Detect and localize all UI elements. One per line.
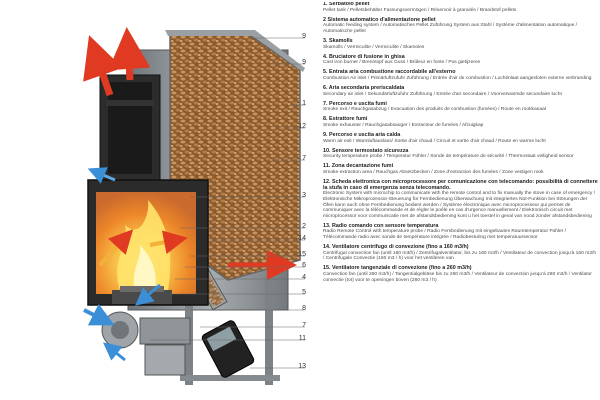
legend-item-description: Security temperature probe / Temperatur …	[323, 154, 574, 160]
legend-item-title: 7. Percorso e uscita fumi	[323, 100, 387, 107]
remote-control	[201, 320, 255, 378]
marker-12: 12	[298, 123, 306, 130]
legend-item-title: 13. Radio comando con sensore temperatur…	[323, 222, 439, 229]
marker-6: 6	[302, 262, 306, 269]
marker-14: 14	[298, 235, 306, 242]
legend-item-title: 8. Estrattore fumi	[323, 116, 368, 123]
legend-item-title: 12. Scheda elettronica con microprocesso…	[323, 179, 598, 191]
marker-13: 13	[298, 363, 306, 370]
legend-item-title: 14. Ventilatore centrifugo di convezione…	[323, 244, 469, 251]
marker-9: 9	[302, 59, 306, 66]
legend-item-description: Smoke extraction area / Rauchgas Absetzb…	[323, 170, 544, 176]
legend-item-description: Radio Remote Control with temperature pr…	[323, 229, 567, 240]
legend-item-description: Combustion Air inlet / Primärluftzufuhr …	[323, 75, 592, 81]
legend-item-description: Cast iron burner / Brenntopf aus Guss / …	[323, 60, 481, 66]
legend-item: 15. Ventilatore tangenziale di convezion…	[323, 266, 598, 283]
legend-item-description: Smoke exit / Rauchgasabzug / Evacuation …	[323, 107, 546, 113]
burner	[112, 286, 172, 304]
legend-item-title: 3. Skamolls	[323, 37, 353, 44]
marker-4: 4	[302, 274, 306, 281]
legend-item-description: Smoke exhauster / Rauchgasabsauger / Ext…	[323, 123, 484, 128]
marker-7-upper: 7	[302, 155, 306, 162]
legend-item-description: Secondary air inlet / Sekundärluftzufuhr…	[323, 91, 562, 97]
legend-item: 12. Scheda elettronica con microprocesso…	[323, 179, 598, 219]
legend-item-description: Skamolls / Vermiculite / Vermiculite / S…	[323, 44, 425, 50]
legend-item: 14. Ventilatore centrifugo di convezione…	[323, 244, 598, 262]
legend-item-title: 1. Serbatoio pellet	[323, 2, 370, 7]
fan-assembly	[101, 311, 191, 376]
legend-item-title: 4. Bruciatore di fusione in ghisa	[323, 53, 405, 60]
legend-item-title: 5. Entrata aria combustione raccordabile…	[323, 69, 456, 76]
leader-lines	[150, 37, 305, 369]
marker-8: 8	[302, 305, 306, 312]
legend-item-title: 9. Percorso e uscita aria calda	[323, 132, 401, 139]
legend-item-description: Pellet tank / Pelletsbehälter Fassungsve…	[323, 7, 517, 13]
legend-item-description: Convection fan (until 260 m3/h) / Tangen…	[323, 271, 592, 283]
marker-2: 2	[302, 223, 306, 230]
legend-item: 13. Radio comando con sensore temperatur…	[323, 222, 598, 241]
marker-3: 3	[302, 192, 306, 199]
marker-11: 11	[298, 335, 306, 342]
stove-diagram	[83, 27, 305, 385]
legend-item-description: Electronic System with microchip to comm…	[323, 191, 596, 219]
legend-item-title: 11. Zona decantazione fumi	[323, 163, 394, 170]
cold-air-arrows	[83, 167, 161, 362]
marker-9-top: 9	[302, 33, 306, 40]
legend-item: 5. Entrata aria combustione raccordabile…	[323, 70, 598, 81]
legend-item-title: 6. Aria secondaria preriscaldata	[323, 85, 405, 92]
front-panel	[99, 74, 161, 181]
legend-item-title: 2 Sistema automatico d'alimentazione pel…	[323, 16, 436, 23]
marker-7-lower: 7	[302, 322, 306, 329]
legend-item-description: Automatic feeding system / Automatisches…	[323, 23, 578, 34]
hot-air-arrows	[83, 27, 297, 280]
legend-item-description: Warm air exit / Warmluftauslass/ Sortie …	[323, 138, 546, 144]
marker-1: 1	[302, 100, 306, 107]
legend-item-title: 15. Ventilatore tangenziale di convezion…	[323, 265, 472, 272]
marker-15: 15	[298, 251, 306, 258]
legend-item-title: 10. Sensore termostato sicurezza	[323, 147, 409, 154]
marker-5: 5	[302, 289, 306, 296]
legend-item: 2 Sistema automatico d'alimentazione pel…	[323, 16, 598, 35]
legend-item-description: Centrifugal convection fan (until 160 m3…	[323, 250, 597, 262]
